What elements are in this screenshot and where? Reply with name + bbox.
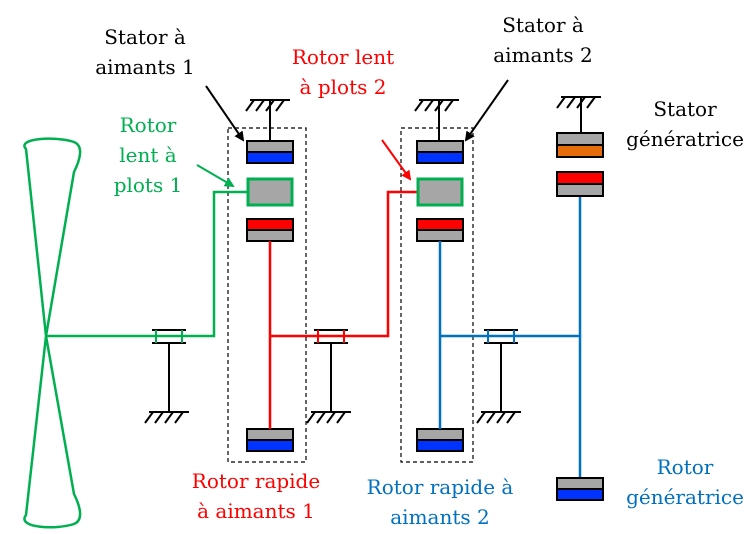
- label-rotor-generatrice: Rotor génératrice: [620, 452, 750, 512]
- arrow-stator-2: [464, 79, 509, 142]
- label-line: plots 1: [113, 173, 183, 197]
- label-line: Rotor: [656, 455, 714, 479]
- rotor-lent-2-pole: [416, 177, 464, 207]
- arrow-rotor-lent-1: [196, 164, 235, 188]
- ground-icon: [144, 411, 189, 424]
- label-line: Stator: [653, 97, 717, 121]
- arrow-rotor-lent-2: [381, 139, 412, 181]
- label-line: Stator à: [502, 13, 584, 37]
- label-rotor-rapide-1: Rotor rapide à aimants 1: [176, 466, 336, 526]
- label-line: à plots 2: [299, 75, 387, 99]
- rotor-lent-1-pole: [246, 177, 294, 207]
- turbine-blades-icon: [23, 137, 82, 529]
- label-line: Rotor lent: [291, 45, 395, 69]
- rotor-generatrice-magnet-bottom: [556, 477, 604, 501]
- ground-icon: [476, 411, 521, 424]
- bearing-2: [314, 329, 348, 412]
- ground-icon: [306, 411, 351, 424]
- stator-generatrice-magnet: [556, 132, 604, 158]
- label-line: Rotor rapide à: [366, 475, 514, 499]
- label-line: Rotor: [119, 113, 177, 137]
- rotor-rapide-1-magnet-bottom: [246, 428, 294, 452]
- shaft-rotor-lent-2: [270, 190, 420, 338]
- arrow-stator-1: [205, 85, 245, 142]
- stage-2-box: [400, 127, 474, 463]
- label-stator-aimants-2: Stator à aimants 2: [482, 10, 604, 70]
- ground-icon: [245, 99, 290, 141]
- label-line: aimants 2: [390, 505, 490, 529]
- label-stator-generatrice: Stator génératrice: [620, 94, 750, 154]
- bearing-3: [484, 329, 518, 412]
- label-stator-aimants-1: Stator à aimants 1: [84, 22, 206, 82]
- ground-icon: [556, 96, 601, 133]
- bearing-1: [152, 329, 186, 412]
- label-line: à aimants 1: [197, 499, 315, 523]
- label-line: génératrice: [626, 127, 744, 151]
- rotor-generatrice-magnet-top: [556, 171, 604, 197]
- label-line: aimants 2: [493, 43, 593, 67]
- rotor-rapide-2-magnet-top: [416, 218, 464, 242]
- label-line: aimants 1: [95, 55, 195, 79]
- label-rotor-lent-1: Rotor lent à plots 1: [100, 110, 196, 200]
- stator-aimants-2-magnet: [416, 140, 464, 164]
- label-line: génératrice: [626, 485, 744, 509]
- label-rotor-rapide-2: Rotor rapide à aimants 2: [350, 472, 530, 532]
- label-line: lent à: [119, 143, 177, 167]
- shaft-rotor-lent-1: [46, 190, 248, 338]
- rotor-rapide-2-magnet-bottom: [416, 428, 464, 452]
- label-line: Rotor rapide: [191, 469, 321, 493]
- stage-1-box: [227, 127, 307, 463]
- label-line: Stator à: [104, 25, 186, 49]
- stator-aimants-1-magnet: [246, 140, 294, 164]
- ground-icon: [414, 99, 459, 141]
- label-rotor-lent-2: Rotor lent à plots 2: [278, 42, 408, 102]
- rotor-rapide-1-magnet-top: [246, 218, 294, 242]
